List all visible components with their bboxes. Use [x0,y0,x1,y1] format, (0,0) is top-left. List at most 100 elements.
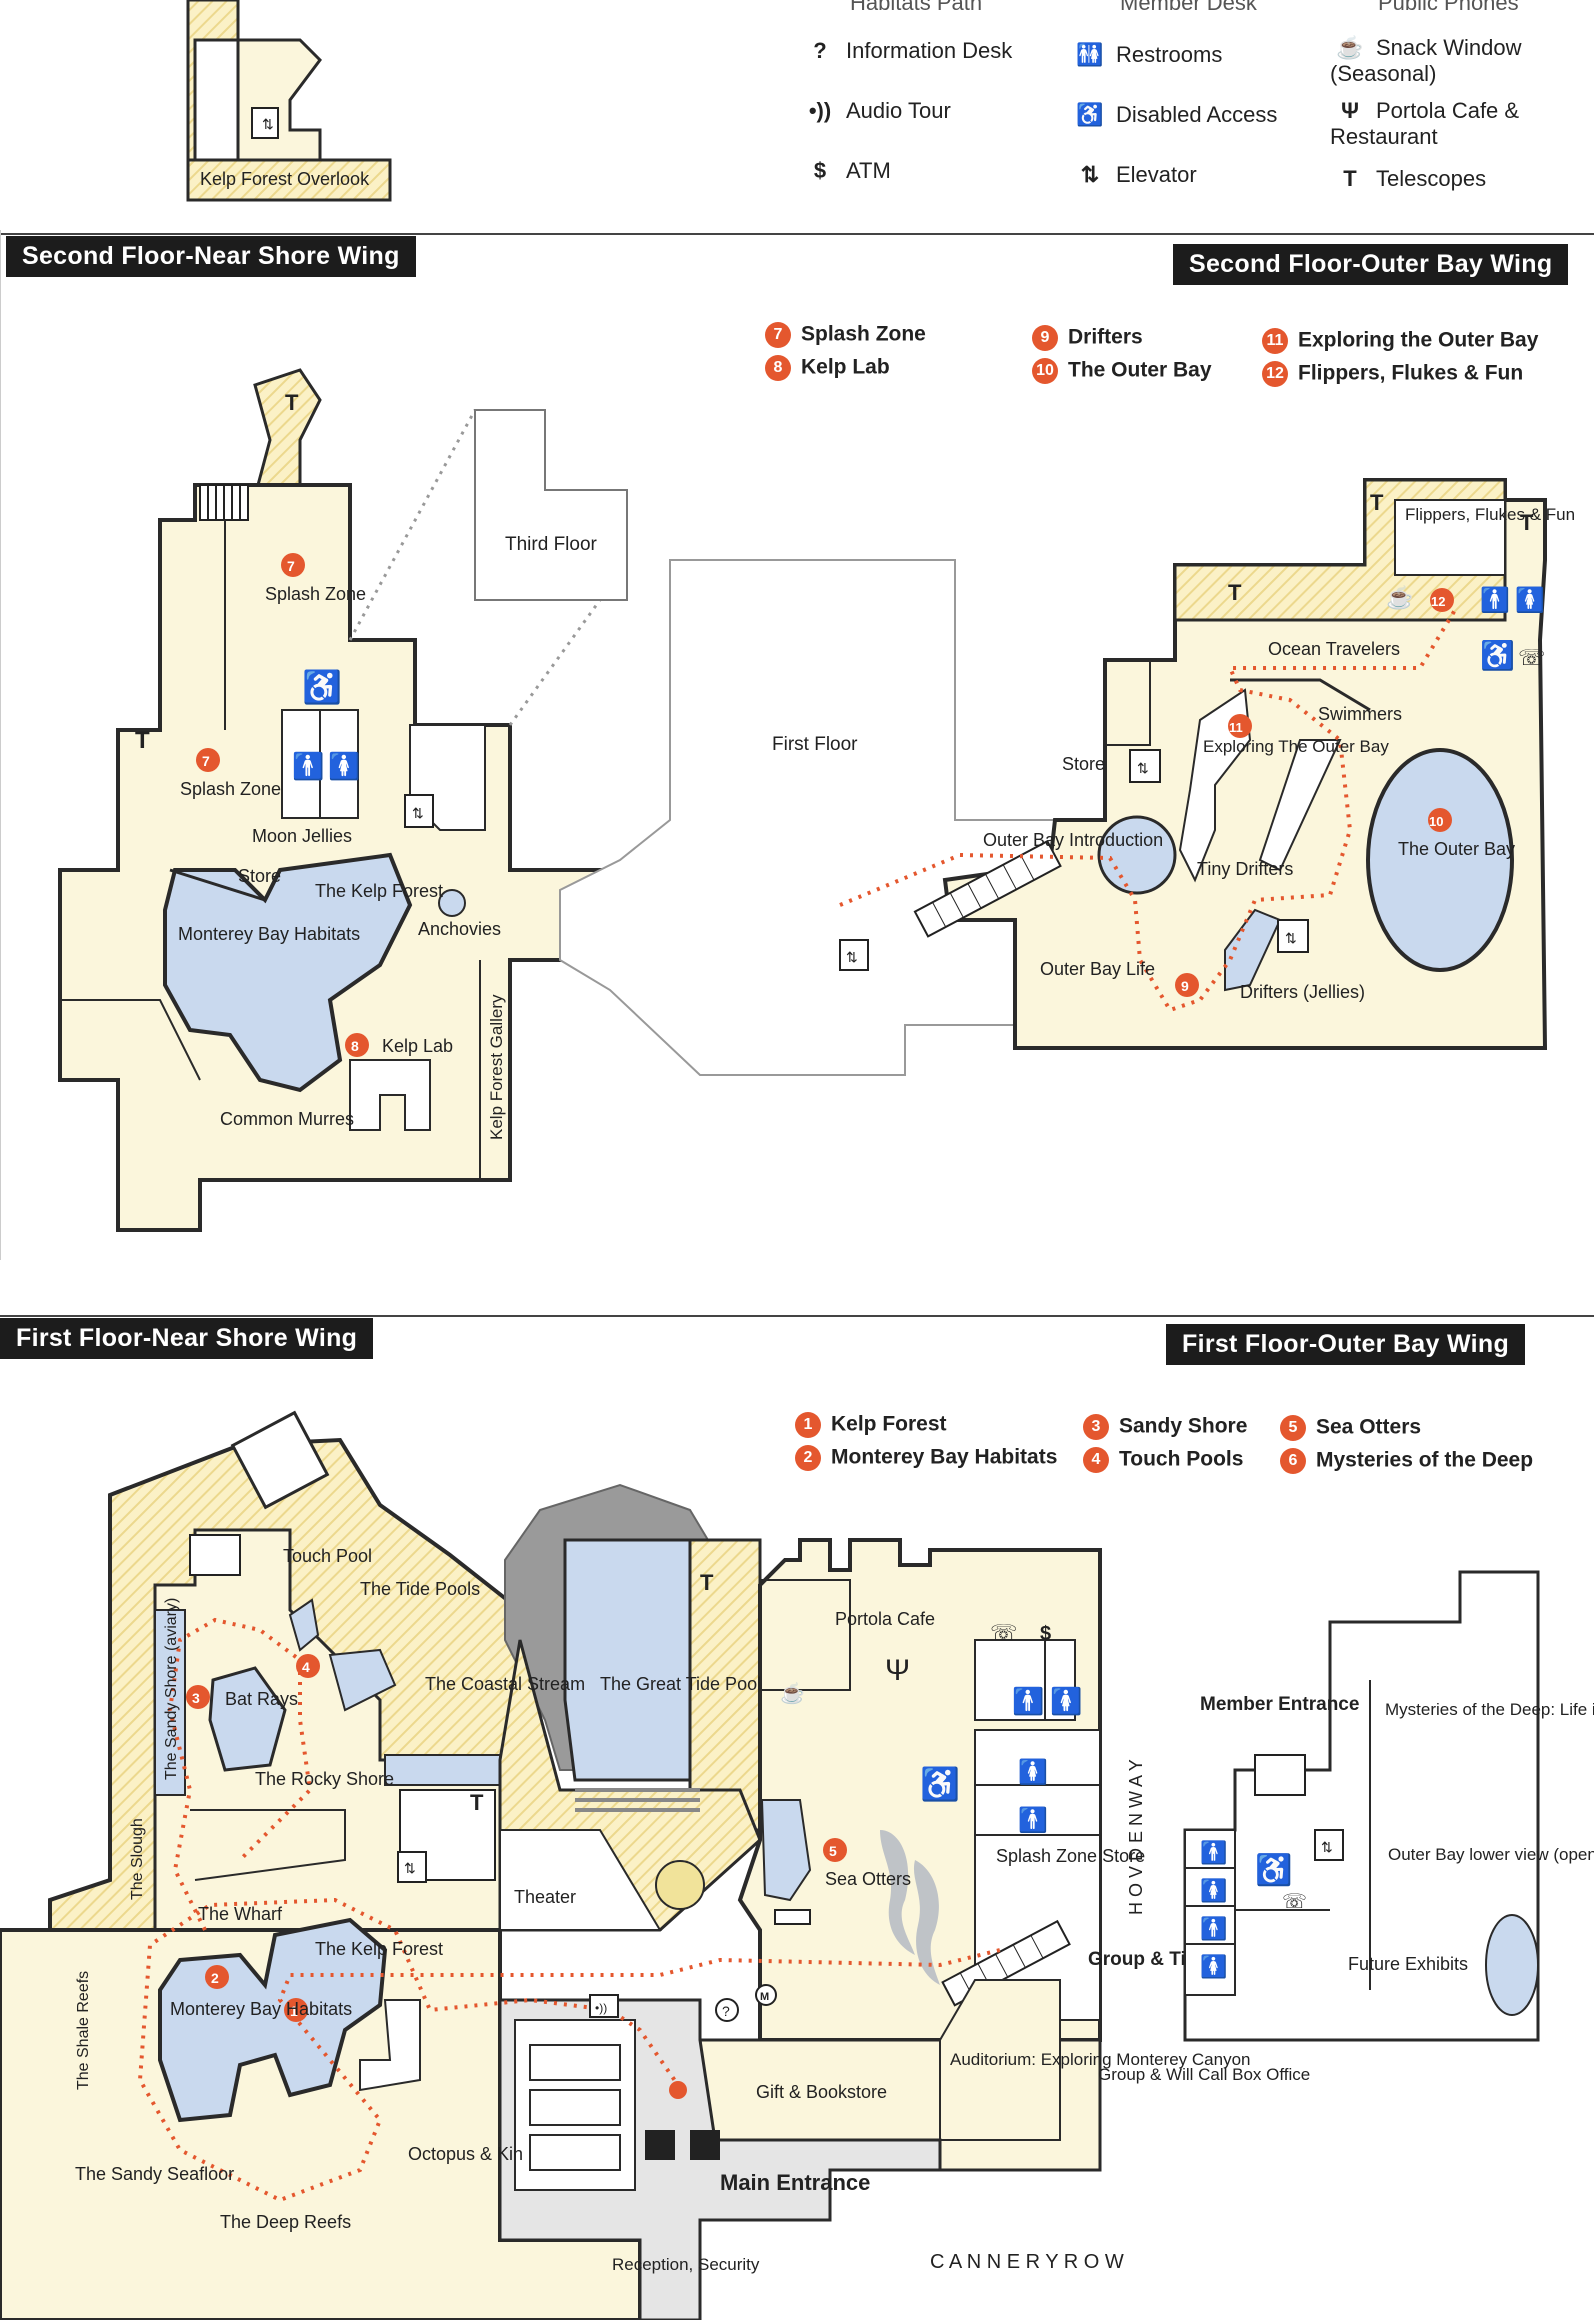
exhibit-number: 9 [1032,325,1058,351]
exhibit-name: Kelp Lab [801,355,890,379]
legend-label: Audio Tour [846,98,951,123]
legend-label: Information Desk [846,38,1013,63]
outer-bay-lower-label: Outer Bay lower view (opens Spring 2001) [1388,1845,1594,1864]
elevator-icon [1277,919,1309,953]
svg-text:⇅: ⇅ [1285,930,1297,946]
elevator-icon [1314,1829,1344,1861]
group-will-call-label: Group & Will Call Box Office [1098,2065,1310,2084]
habitats-path [167,1617,313,1931]
exhibit-number: 7 [765,322,791,348]
svg-text:7: 7 [287,558,295,574]
svg-text:10: 10 [1429,814,1443,829]
atm-icon: $ [813,158,827,183]
restroom-women-icon: 🚺 [328,751,360,781]
restroom-icon: 🚺 [1200,1954,1227,1979]
monterey-bay-habitats-label: Monterey Bay Habitats [178,924,360,944]
section-title-second-outer: Second Floor-Outer Bay Wing [1173,244,1569,285]
exhibit-8: 8 Kelp Lab [765,355,890,381]
svg-text:5: 5 [829,1843,837,1859]
restroom-men-icon: 🚹 [292,751,324,781]
exploring-label: Exploring The Outer Bay [1203,737,1389,756]
circular-exhibit [655,1860,705,1910]
future-exhibits-label: Future Exhibits [1348,1954,1468,1974]
great-tide-pool-label: The Great Tide Pool [600,1674,761,1694]
legend-label: Snack Window (Seasonal) [1330,35,1522,86]
second-floor-near-shore-plan: T 🚹 🚺 ♿ ⇅ T [58,368,1056,1232]
exhibit-number: 8 [765,355,791,381]
svg-text:?: ? [722,2003,730,2019]
main-entrance-label: Main Entrance [720,2170,870,2195]
store-label: Store [238,866,281,886]
legend-disabled-access: ♿Disabled Access [1070,102,1277,128]
whale-illustration [880,1830,915,1955]
phone-icon: ☏ [1282,1891,1307,1913]
legend-label: Telescopes [1376,166,1487,191]
exhibit-name: Drifters [1068,325,1143,349]
elevator-icon: ⇅ [1080,162,1100,187]
portola-cafe-label: Portola Cafe [835,1609,935,1629]
splash-zone-left-label: Splash Zone [180,779,281,799]
audio-tour-icon [589,1994,619,2018]
legend-label: Elevator [1116,162,1197,187]
svg-text:⇅: ⇅ [1321,1839,1333,1855]
exhibit-number: 12 [1262,361,1288,387]
exhibit-name: Mysteries of the Deep [1316,1448,1534,1472]
outer-bay-life-label: Outer Bay Life [1040,959,1155,979]
splash-zone-top-label: Splash Zone [265,584,366,604]
kelp-forest-gallery-label: Kelp Forest Gallery [487,994,506,1140]
wharf-label: The Wharf [198,1904,283,1924]
common-murres-label: Common Murres [220,1109,354,1129]
legend-snack-window: ☕Snack Window (Seasonal) [1330,35,1560,87]
habitats-path [137,1897,1001,2203]
information-icon [715,1998,739,2022]
kelp-forest-overlook-area: ⇅ Kelp Forest Overlook [186,0,392,202]
exhibit-name: Monterey Bay Habitats [831,1445,1058,1469]
monterey-bay-habitats-label: Monterey Bay Habitats [170,1999,352,2019]
elevator-icon [404,794,434,828]
legend-label: Disabled Access [1116,102,1278,127]
snack-window-icon: ☕ [780,1681,805,1705]
svg-text:4: 4 [302,1659,310,1675]
deep-reefs-label: The Deep Reefs [220,2212,351,2232]
member-entrance-label: Member Entrance [1200,1694,1359,1715]
svg-text:2: 2 [211,1970,219,1986]
section-title-second-near: Second Floor-Near Shore Wing [6,236,416,277]
cafe-icon: Ψ [885,1654,910,1687]
auditorium-label: Auditorium: Exploring Monterey Canyon [950,2050,1250,2069]
legend-restrooms: 🚻Restrooms [1070,42,1222,68]
svg-text:⇅: ⇅ [404,1860,416,1876]
anchovies-label: Anchovies [418,919,501,939]
disabled-access-icon: ♿ [1255,1852,1292,1887]
exhibit-number: 4 [1083,1447,1109,1473]
first-floor-label: First Floor [772,734,858,755]
kelp-forest-label: The Kelp Forest [315,1939,443,1959]
section-title-first-near: First Floor-Near Shore Wing [0,1318,374,1359]
theater-label: Theater [514,1887,576,1907]
restroom-women-icon: 🚺 [1515,586,1545,614]
exhibit-number: 11 [1262,328,1288,354]
svg-text:•)): •)) [595,2001,607,2015]
restroom-icon: 🚺 [1050,1686,1082,1716]
telescope-icon: T [285,390,299,415]
drifters-jellies-label: Drifters (Jellies) [1240,982,1365,1002]
shale-reefs-label: The Shale Reefs [75,1971,92,2090]
exhibit-name: Kelp Forest [831,1412,947,1436]
exhibit-number: 3 [1083,1414,1109,1440]
phone-icon: ☏ [1518,645,1546,670]
legend-audio-tour: •))Audio Tour [800,98,951,124]
svg-text:8: 8 [351,1038,359,1054]
elevator-icon [839,939,869,971]
svg-text:7: 7 [202,753,210,769]
you-are-here-marker [669,2081,687,2099]
splash-zone-store-label: Splash Zone Store [996,1846,1145,1866]
kelp-forest-overlook-label: Kelp Forest Overlook [200,169,370,189]
